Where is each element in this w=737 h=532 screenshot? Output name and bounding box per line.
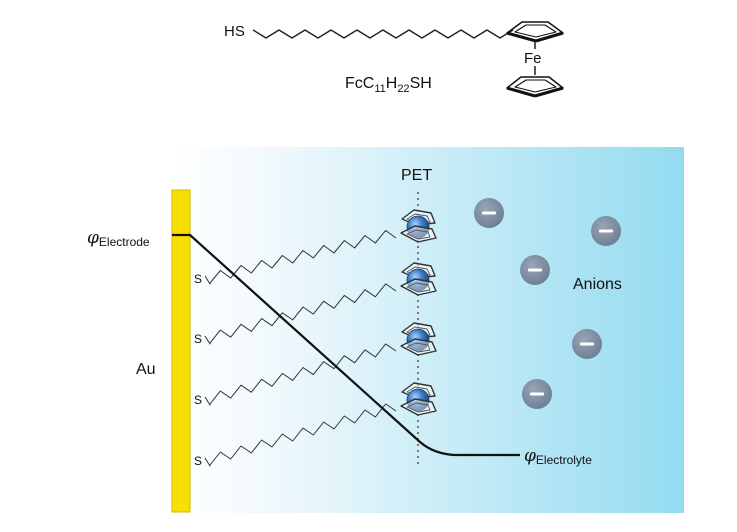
sulfur-label: S [194,332,202,346]
phi-electrolyte-label: φElectrolyte [524,446,592,467]
alkyl-chain-2 [204,283,397,345]
alkyl-chain-3 [204,343,397,406]
alkyl-chain-1 [204,230,397,285]
potential-profile-line [172,233,520,457]
sulfur-label: S [194,454,202,468]
anion-2 [591,216,621,246]
anion-3 [520,255,550,285]
pet-label: PET [401,167,432,184]
electrode-label: Au [136,361,156,378]
sulfur-label: S [194,393,202,407]
ferrocene-head-3 [400,322,437,356]
anion-4 [572,329,602,359]
iron-label: Fe [524,50,542,67]
ferrocene-head-4 [400,382,437,416]
minus-sign-icon [599,229,613,233]
anion-group [474,198,621,409]
minus-sign-icon [482,211,496,215]
minus-sign-icon [530,392,544,396]
minus-sign-icon [528,268,542,272]
anion-1 [474,198,504,228]
molecule-formula: FcC11H22SH [345,75,432,95]
alkyl-chain [252,29,514,39]
molecule-structure: HS Fe FcC11H22SH [224,21,564,98]
gold-electrode [171,189,191,513]
alkyl-chain-4 [204,403,397,467]
phi-electrode-label: φElectrode [87,228,150,249]
ferrocene-head-1 [400,209,437,243]
monolayer-chains: S S S S [194,230,397,468]
sulfur-label: S [194,272,202,286]
minus-sign-icon [580,342,594,346]
ferrocene-head-2 [400,262,437,296]
ferrocene-heads [400,209,437,416]
top-cp-ring [506,21,564,43]
thiol-label: HS [224,23,245,40]
anions-label: Anions [573,276,622,293]
anion-5 [522,379,552,409]
bottom-cp-ring [506,76,564,98]
